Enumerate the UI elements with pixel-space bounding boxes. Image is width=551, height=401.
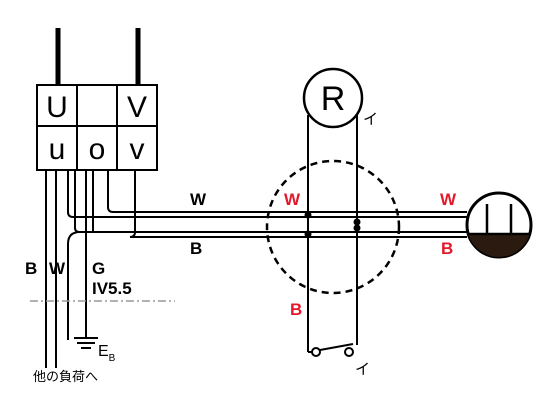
label-other-loads: 他の負荷へ [33,369,98,384]
label-box-w-right: W [440,190,457,209]
label-left-w: W [49,259,66,278]
transformer-secondary-u: u [49,133,66,166]
lamp: R イ [302,67,378,129]
transformer-primary-v: V [127,91,147,124]
transformer-secondary-o: o [89,133,106,166]
junction-black-switch [353,224,361,232]
ground-symbol [74,337,98,349]
label-trunk-b: B [190,239,202,258]
transformer: U V u o v [36,84,158,171]
switch-contact-left [311,347,321,357]
label-drop-b: B [290,300,302,319]
transformer-primary-u: U [46,91,68,124]
lamp-circle [302,67,364,129]
outlet-lower-half [467,234,531,257]
label-left-b: B [25,259,37,278]
other-load-lines [45,170,57,368]
switch [308,232,358,357]
white-wire [67,170,467,218]
label-box-b-right: B [441,239,453,258]
black-wire-left-drop [67,231,81,340]
label-ground-e: EB [98,343,116,364]
outlet [465,191,533,259]
transformer-outline [36,84,158,171]
label-box-w: W [284,190,301,209]
label-cable-iv: IV5.5 [92,279,132,298]
label-trunk-w: W [190,190,207,209]
white-wire-inner [107,170,467,213]
power-feed-lines [55,28,141,87]
junction-black-lamp [304,230,312,238]
lamp-mark: イ [363,111,378,128]
switch-mark: イ [355,361,370,378]
junction-white-lamp [304,211,312,219]
junction-white-switch [353,218,361,226]
junction-dots [304,211,361,238]
label-ground-sub: B [109,353,116,364]
label-left-g: G [92,259,105,278]
transformer-secondary-v: v [130,133,145,166]
switch-contact-right [344,347,354,357]
switch-lever [319,343,354,351]
junction-box [265,159,401,295]
lamp-symbol: R [321,80,346,118]
